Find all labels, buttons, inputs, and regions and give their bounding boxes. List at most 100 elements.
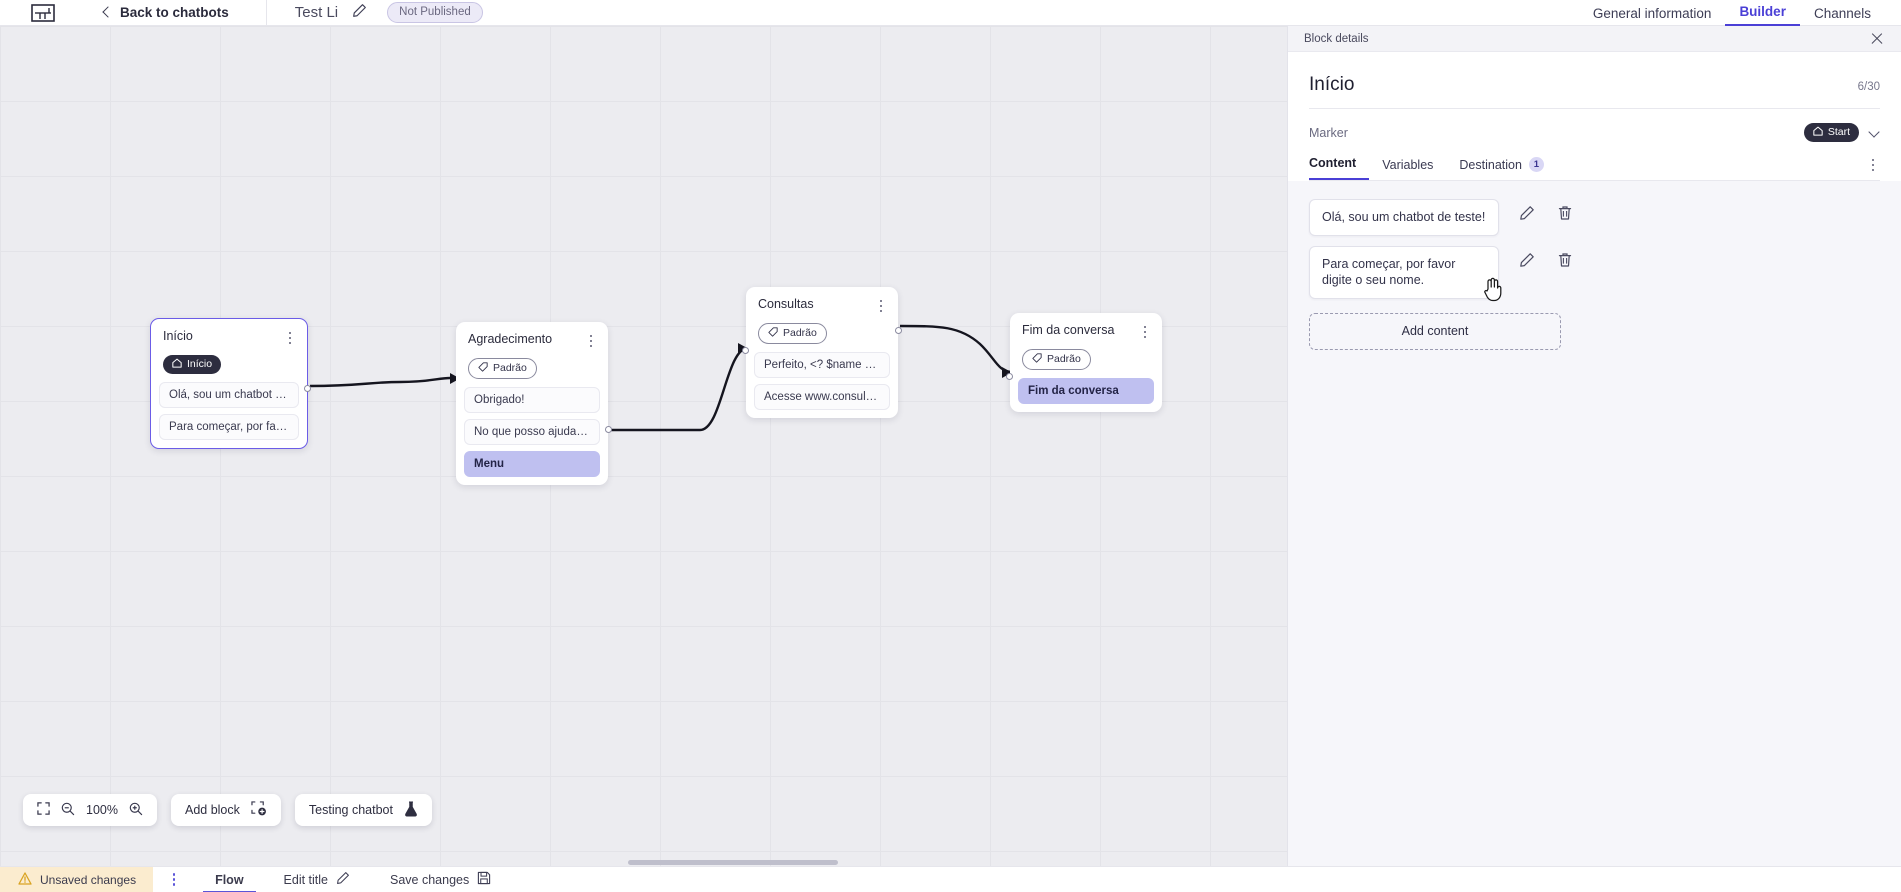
block-details-panel: Block details Início 6/30 Marker Start C… bbox=[1287, 26, 1901, 892]
close-icon[interactable] bbox=[1869, 31, 1885, 47]
tab-variables[interactable]: Variables bbox=[1369, 158, 1446, 180]
canvas-horizontal-scrollbar[interactable] bbox=[0, 859, 1287, 866]
add-content-label: Add content bbox=[1401, 324, 1469, 338]
node-message[interactable]: Obrigado! bbox=[464, 387, 600, 413]
tab-content[interactable]: Content bbox=[1309, 156, 1370, 180]
testing-chatbot-button[interactable]: Testing chatbot bbox=[294, 794, 432, 826]
marker-select[interactable]: Start bbox=[1803, 123, 1880, 142]
publish-status-badge: Not Published bbox=[387, 2, 483, 23]
character-count: 6/30 bbox=[1857, 81, 1880, 93]
save-disk-icon bbox=[477, 871, 491, 888]
status-bar: Unsaved changes Flow Edit title Save cha… bbox=[0, 866, 1901, 892]
tag-icon bbox=[1032, 353, 1042, 366]
destination-count-badge: 1 bbox=[1528, 157, 1544, 172]
content-text[interactable]: Para começar, por favor digite o seu nom… bbox=[1309, 245, 1499, 299]
node-output-port[interactable] bbox=[304, 385, 311, 392]
flow-node-agradecimento[interactable]: Agradecimento Padrão Obrigado! No que po… bbox=[456, 322, 612, 485]
testing-chatbot-label: Testing chatbot bbox=[308, 803, 393, 817]
save-changes-label: Save changes bbox=[390, 872, 470, 887]
pencil-icon[interactable] bbox=[1519, 205, 1535, 226]
node-tag-label: Início bbox=[187, 358, 213, 371]
tab-general-information[interactable]: General information bbox=[1592, 6, 1712, 21]
status-tab-flow[interactable]: Flow bbox=[195, 867, 263, 892]
canvas-toolbar: 100% Add block Testing chat bbox=[23, 794, 432, 826]
tag-icon bbox=[768, 327, 778, 340]
content-item: Olá, sou um chatbot de teste! bbox=[1309, 199, 1880, 236]
tab-variables-label: Variables bbox=[1382, 158, 1434, 172]
node-message[interactable]: Perfeito, <? $name ?>! bbox=[754, 352, 890, 378]
tab-channels[interactable]: Channels bbox=[1813, 6, 1871, 21]
pencil-icon[interactable] bbox=[1519, 252, 1535, 273]
kebab-menu-icon[interactable] bbox=[283, 329, 297, 347]
node-tag-row: Padrão bbox=[746, 315, 898, 346]
panel-title-bar: Block details bbox=[1288, 26, 1901, 52]
node-output-port[interactable] bbox=[605, 426, 612, 433]
tab-content-label: Content bbox=[1309, 156, 1357, 170]
tab-builder[interactable]: Builder bbox=[1725, 4, 1800, 26]
edit-title-label: Edit title bbox=[283, 872, 329, 887]
node-output-port[interactable] bbox=[895, 327, 902, 334]
node-message-end[interactable]: Fim da conversa bbox=[1018, 378, 1154, 404]
home-icon bbox=[1813, 126, 1823, 139]
chevron-left-icon bbox=[102, 6, 112, 20]
page-title: Início bbox=[1309, 74, 1355, 95]
trash-icon[interactable] bbox=[1557, 252, 1573, 273]
zoom-out-icon[interactable] bbox=[61, 802, 75, 819]
node-input-port[interactable] bbox=[1006, 373, 1013, 380]
content-item: Para começar, por favor digite o seu nom… bbox=[1309, 245, 1880, 299]
node-input-port[interactable] bbox=[742, 347, 749, 354]
pencil-icon[interactable] bbox=[352, 3, 367, 23]
top-tabs: General information Builder Channels bbox=[1579, 0, 1901, 26]
fit-screen-icon[interactable] bbox=[37, 802, 50, 818]
topbar-divider bbox=[265, 0, 267, 26]
tab-destination[interactable]: Destination 1 bbox=[1446, 157, 1557, 180]
panel-bar-title: Block details bbox=[1304, 32, 1369, 45]
tab-destination-label: Destination bbox=[1459, 157, 1522, 172]
chevron-down-icon[interactable] bbox=[1869, 127, 1880, 138]
back-to-chatbots-link[interactable]: Back to chatbots bbox=[102, 5, 229, 20]
panel-header: Início 6/30 bbox=[1288, 52, 1901, 109]
kebab-menu-icon[interactable] bbox=[874, 297, 888, 315]
flow-node-fim-da-conversa[interactable]: Fim da conversa Padrão Fim da conversa bbox=[1006, 313, 1162, 412]
zoom-in-icon[interactable] bbox=[129, 802, 143, 819]
node-message[interactable]: Acesse www.consultas.com par... bbox=[754, 384, 890, 410]
content-text[interactable]: Olá, sou um chatbot de teste! bbox=[1309, 199, 1499, 236]
node-tag-padrao: Padrão bbox=[758, 323, 827, 344]
add-block-icon bbox=[251, 801, 267, 819]
node-tag-row: Padrão bbox=[1010, 341, 1162, 372]
tag-icon bbox=[478, 362, 488, 375]
unsaved-changes-label: Unsaved changes bbox=[40, 872, 137, 887]
flow-canvas[interactable]: Início Início Olá, sou um chatbot de tes… bbox=[0, 26, 1287, 866]
node-header: Consultas bbox=[746, 287, 898, 315]
node-title: Agradecimento bbox=[468, 332, 553, 346]
scrollbar-thumb[interactable] bbox=[628, 860, 838, 865]
node-title: Início bbox=[163, 329, 193, 343]
node-message-menu[interactable]: Menu bbox=[464, 451, 600, 477]
add-block-button[interactable]: Add block bbox=[170, 794, 281, 826]
kebab-menu-icon[interactable] bbox=[1138, 323, 1152, 341]
app-logo-icon[interactable] bbox=[26, 0, 60, 26]
node-message[interactable]: Olá, sou um chatbot de teste! bbox=[159, 382, 299, 408]
marker-value-label: Start bbox=[1827, 126, 1850, 139]
add-content-button[interactable]: Add content bbox=[1309, 312, 1561, 350]
flow-node-inicio[interactable]: Início Início Olá, sou um chatbot de tes… bbox=[150, 318, 311, 449]
content-item-actions bbox=[1519, 199, 1573, 226]
node-header: Fim da conversa bbox=[1010, 313, 1162, 341]
node-title: Fim da conversa bbox=[1022, 323, 1115, 337]
trash-icon[interactable] bbox=[1557, 205, 1573, 226]
home-icon bbox=[172, 358, 182, 371]
kebab-menu-icon[interactable] bbox=[1866, 156, 1880, 174]
status-bar-kebab-icon[interactable] bbox=[153, 867, 195, 892]
node-message[interactable]: No que posso ajudar, <? $name ... bbox=[464, 419, 600, 445]
marker-label: Marker bbox=[1309, 125, 1348, 140]
node-message[interactable]: Para começar, por favor digite o ... bbox=[159, 414, 299, 440]
kebab-menu-icon[interactable] bbox=[584, 332, 598, 350]
save-changes-button[interactable]: Save changes bbox=[370, 867, 511, 892]
flow-node-consultas[interactable]: Consultas Padrão Perfeito, <? $name ?>! … bbox=[742, 287, 902, 418]
node-tag-row: Padrão bbox=[456, 350, 608, 381]
bot-name: Test Li bbox=[294, 4, 339, 21]
edit-title-button[interactable]: Edit title bbox=[264, 867, 370, 892]
node-tag-padrao: Padrão bbox=[1022, 349, 1091, 370]
panel-tabs: Content Variables Destination 1 bbox=[1309, 156, 1880, 181]
zoom-controls[interactable]: 100% bbox=[23, 794, 157, 826]
